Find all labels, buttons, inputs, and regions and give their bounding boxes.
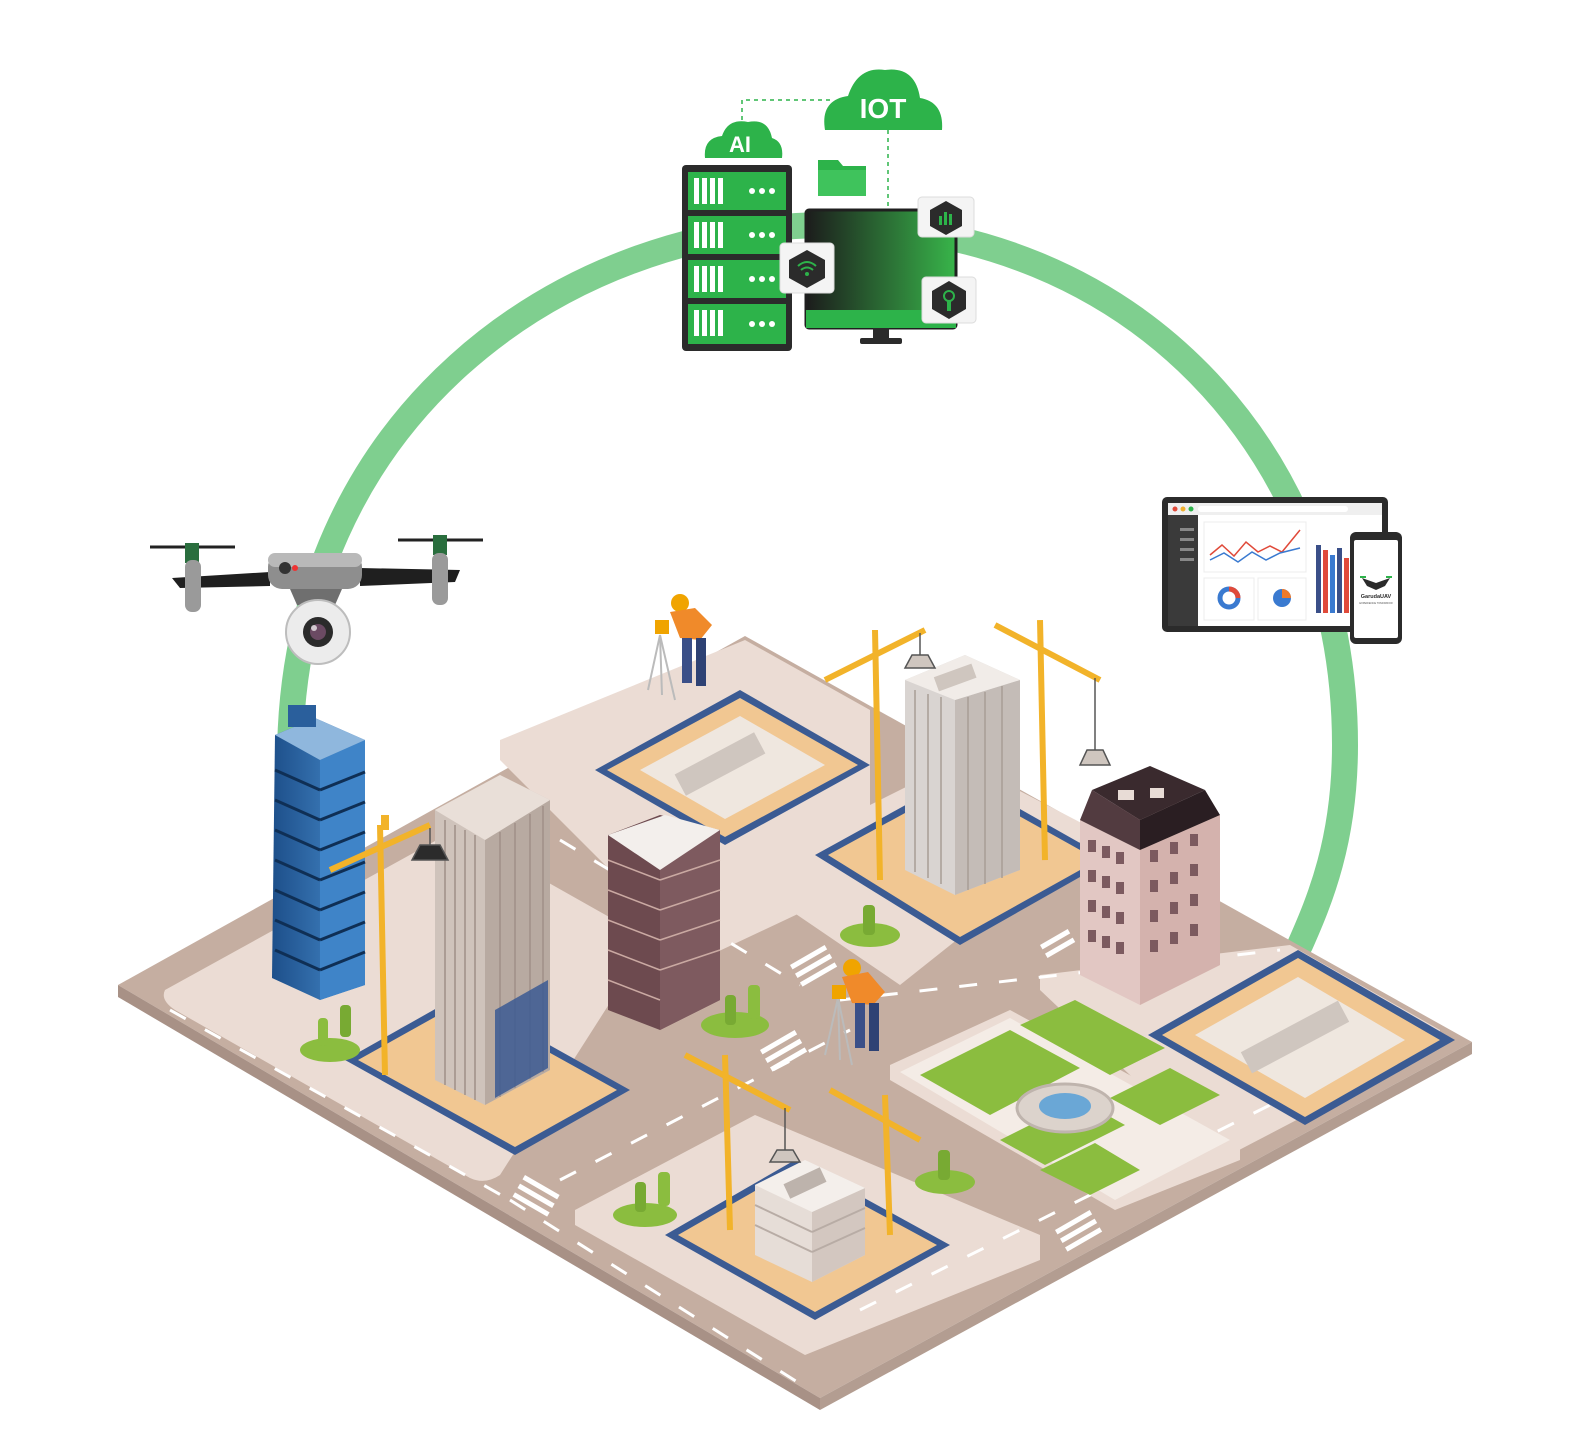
dark-glass-tower — [607, 815, 721, 1030]
blue-glass-tower — [272, 705, 366, 1000]
wifi-icon — [779, 242, 835, 294]
tower-cranes — [328, 619, 1102, 1236]
surveyor-top — [647, 594, 712, 701]
white-tower-under-construction — [905, 655, 1020, 895]
iot-ai-cluster: AI IOT — [682, 69, 977, 351]
foundation-pits — [345, 690, 1455, 1320]
phone-drone-logo — [1360, 576, 1392, 590]
chart-icon — [917, 196, 975, 238]
drone-icon — [150, 535, 483, 665]
tablet-dashboard-icon — [1162, 497, 1388, 632]
crane-hooks — [410, 633, 1112, 1163]
central-park — [900, 1000, 1230, 1200]
server-rack-icon — [682, 165, 792, 351]
iot-cloud-label: IOT — [860, 93, 907, 124]
key-icon — [921, 276, 977, 324]
ai-cloud-label: AI — [729, 132, 751, 157]
camera-icon — [285, 599, 351, 665]
parking-structure — [754, 1160, 866, 1282]
iot-cloud: IOT — [824, 69, 943, 130]
surveyor-bottom — [824, 959, 885, 1066]
brick-office-tower — [1080, 766, 1220, 1005]
phone-brand-tagline: EXPERIENCE TOMORROW — [1359, 601, 1393, 605]
phone-brand-label: GarudaUAV — [1361, 594, 1392, 600]
connection-arc — [277, 211, 1359, 958]
ai-cloud: AI — [704, 121, 783, 158]
trees — [300, 905, 975, 1227]
beige-skyscraper — [435, 775, 550, 1105]
folder-icon — [818, 160, 866, 196]
smartphone-icon: GarudaUAV EXPERIENCE TOMORROW — [1350, 532, 1402, 644]
bar-chart-mini — [1316, 545, 1349, 613]
